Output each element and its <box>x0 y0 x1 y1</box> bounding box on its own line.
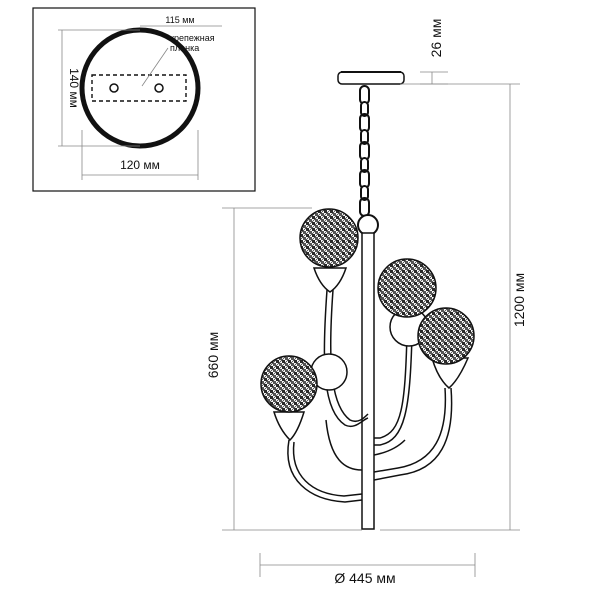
mount-note-line2: планка <box>170 43 199 53</box>
arms <box>287 289 453 503</box>
mounting-bar <box>91 74 187 102</box>
mount-note-line1: крепежная <box>170 33 215 43</box>
canopy <box>337 71 405 85</box>
body-height-label: 660 мм <box>205 332 221 379</box>
crystal-globes <box>260 208 475 413</box>
diameter-label: Ø 445 мм <box>334 570 395 586</box>
mount-inset: 115 мм крепежная планка 140 мм 120 мм <box>32 7 256 192</box>
mount-width-label: 115 мм <box>165 15 194 25</box>
crystal-globe-left <box>260 355 318 413</box>
crystal-globe-right <box>417 307 475 365</box>
crystal-globe-top-left <box>299 208 359 268</box>
crystal-globe-top-right <box>377 258 437 318</box>
total-height-label: 1200 мм <box>511 273 527 327</box>
screw-hole-right <box>154 83 164 93</box>
inset-height-label: 140 мм <box>67 68 81 108</box>
canopy-height-label: 26 мм <box>428 19 444 58</box>
diameter-dimension: Ø 445 мм <box>259 553 476 586</box>
canopy-height-dimension: 26 мм <box>420 19 448 85</box>
globe-cups <box>272 267 470 442</box>
inset-width-label: 120 мм <box>120 158 160 172</box>
screw-hole-left <box>109 83 119 93</box>
chain <box>357 85 379 236</box>
central-stem <box>361 232 375 530</box>
inset-frame <box>32 7 256 192</box>
total-height-dimension: 1200 мм <box>380 83 527 531</box>
body-height-dimension: 660 мм <box>205 207 362 531</box>
